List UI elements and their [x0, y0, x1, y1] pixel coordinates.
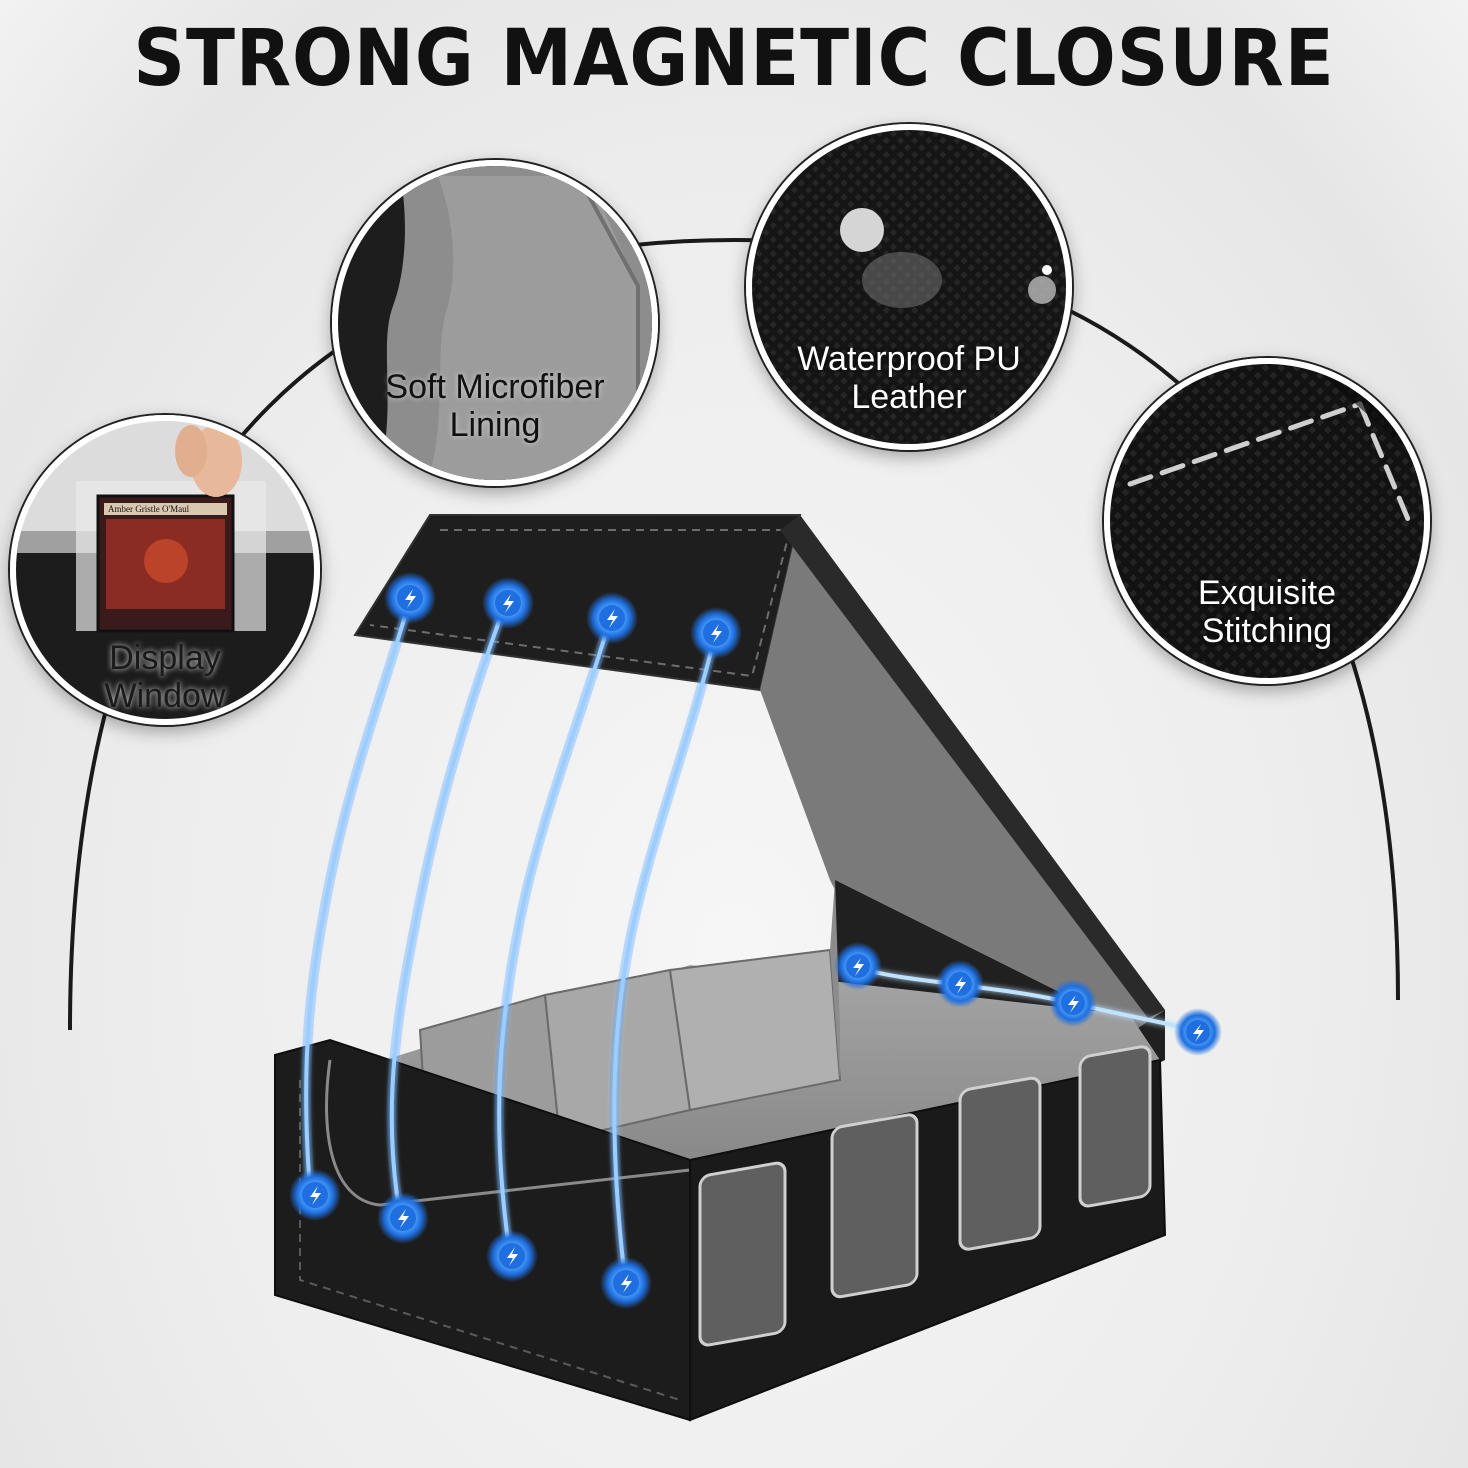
card-name-text: Amber Gristle O'Maul	[108, 504, 190, 514]
callout-microfiber: Soft Microfiber Lining	[332, 160, 658, 486]
leather-label: Waterproof PU Leather	[797, 340, 1021, 416]
divider	[830, 880, 840, 1080]
lightning-arc-icon	[304, 599, 1196, 1281]
callout-stitching: Exquisite Stitching	[1104, 358, 1430, 684]
magnet-bolt-icon	[289, 572, 1222, 1309]
microfiber-label: Soft Microfiber Lining	[385, 368, 605, 444]
display-window-label: Display Window	[104, 639, 226, 715]
divider	[668, 948, 842, 1112]
callout-leather: Waterproof PU Leather	[746, 124, 1072, 450]
callout-display-window: Amber Gristle O'Maul Display Window	[10, 415, 320, 725]
headline: STRONG MAGNETIC CLOSURE	[133, 14, 1335, 104]
stitching-label: Exquisite Stitching	[1198, 574, 1336, 650]
display-windows	[698, 1045, 1152, 1347]
